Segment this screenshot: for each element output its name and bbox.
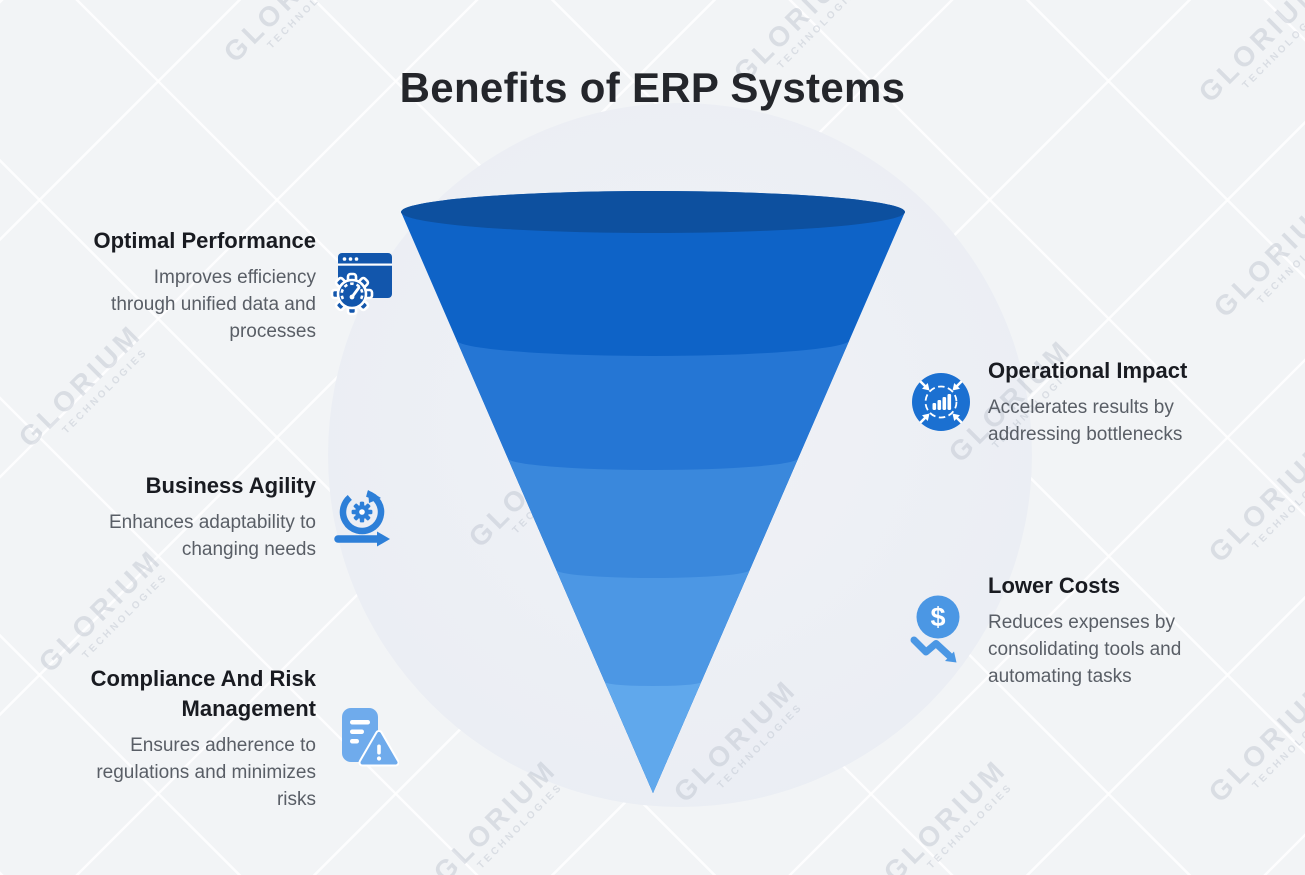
benefit-description: Accelerates results by addressing bottle… <box>988 397 1183 445</box>
performance-window-gear-icon <box>327 251 395 317</box>
benefit-heading: Compliance And Risk Management <box>90 666 316 721</box>
benefit-heading: Optimal Performance <box>93 228 316 253</box>
erp-funnel <box>401 191 905 793</box>
benefit-heading: Operational Impact <box>988 358 1188 383</box>
impact-converge-icon <box>910 371 972 433</box>
benefit-business-agility: Business Agility Enhances adaptability t… <box>20 471 316 563</box>
benefit-lower-costs: Lower Costs Reduces expenses by consolid… <box>988 571 1250 690</box>
benefit-compliance-risk: Compliance And Risk Management Ensures a… <box>20 664 316 813</box>
benefit-description: Improves efficiency through unified data… <box>111 267 316 342</box>
cost-down-icon: $ <box>907 594 967 668</box>
funnel-bands <box>401 191 905 793</box>
benefit-heading: Lower Costs <box>988 573 1121 598</box>
agility-cycle-icon <box>331 486 395 550</box>
benefit-heading: Business Agility <box>145 473 316 498</box>
funnel-top-ellipse <box>401 191 905 233</box>
compliance-warning-icon <box>337 705 400 769</box>
funnel-band-5 <box>604 682 702 793</box>
benefit-description: Reduces expenses by consolidating tools … <box>988 612 1182 687</box>
benefit-description: Enhances adaptability to changing needs <box>108 512 316 560</box>
dollar-glyph: $ <box>930 602 945 632</box>
benefit-description: Ensures adherence to regulations and min… <box>96 735 316 810</box>
benefit-optimal-performance: Optimal Performance Improves efficiency … <box>20 226 316 345</box>
page-title: Benefits of ERP Systems <box>399 64 906 111</box>
benefit-operational-impact: Operational Impact Accelerates results b… <box>988 356 1268 448</box>
